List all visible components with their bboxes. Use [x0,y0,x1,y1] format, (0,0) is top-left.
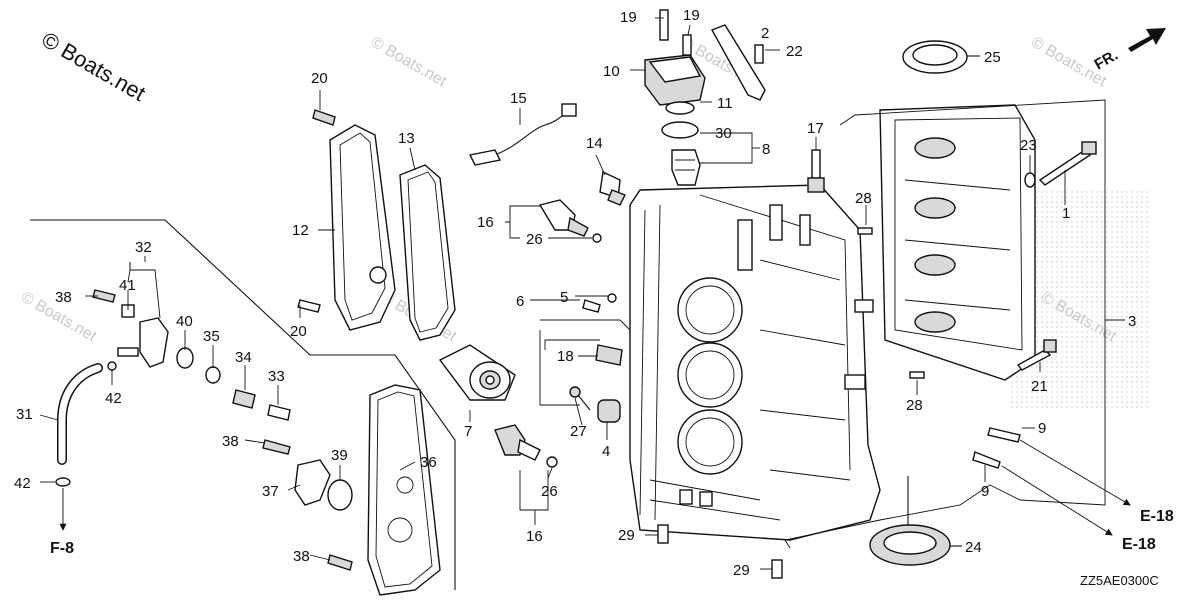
callout-38a: 38 [55,289,72,306]
part-7-oil-filter [438,344,516,401]
watermark: © Boats.net [368,34,450,91]
callout-6: 6 [516,293,524,310]
callout-34: 34 [235,349,252,366]
part-12-gasket [329,124,396,331]
part-9-fittings [972,427,1021,469]
part-17-valve [807,149,825,193]
crankcase [879,104,1036,381]
part-16-sensor-lower [494,424,558,468]
callout-16b: 16 [526,528,543,545]
callout-9a: 9 [1038,420,1046,437]
callout-12: 12 [292,222,309,239]
part-23-washer [1024,172,1036,188]
callout-39: 39 [331,447,348,464]
part-18-plug [595,344,623,366]
callout-20b: 20 [290,323,307,340]
callout-19b: 19 [683,7,700,24]
callout-38b: 38 [222,433,239,450]
callout-42b: 42 [14,475,31,492]
cross-references: E-18 E-18 F-8 [50,508,1174,557]
callout-15: 15 [510,90,527,107]
callout-4: 4 [602,443,610,460]
callout-13: 13 [398,130,415,147]
callout-24: 24 [965,539,982,556]
callout-7: 7 [464,423,472,440]
callout-9b: 9 [981,483,989,500]
callout-22: 22 [786,43,803,60]
callout-2: 2 [761,25,769,42]
part-16-sensor-upper [538,199,602,243]
callout-31: 31 [16,406,33,423]
callout-14: 14 [586,135,603,152]
copyright-text: © Boats.net [38,27,150,106]
front-direction-indicator: FR. [1092,28,1166,73]
leader-lines [39,17,1131,570]
copyright-label: © Boats.net [38,27,150,106]
callout-26a: 26 [526,231,543,248]
reference-e18-lower: E-18 [1122,536,1156,553]
callout-33: 33 [268,368,285,385]
callout-23: 23 [1020,137,1037,154]
callout-40: 40 [176,313,193,330]
callout-10: 10 [603,63,620,80]
part-27-bolt [569,386,591,411]
callout-41: 41 [119,277,136,294]
part-4-grommet [597,399,621,423]
callout-11: 11 [717,95,733,112]
callout-5: 5 [560,289,568,306]
callout-3: 3 [1128,313,1136,330]
part-31-hose [55,361,117,487]
part-21-bolt [1016,339,1057,371]
callouts: 1 2 3 4 5 6 7 8 9 9 10 11 12 13 14 15 16… [14,7,1136,579]
part-15-sensor [468,103,577,166]
part-28-pins [857,227,925,379]
assembly-outline [784,99,1106,549]
drawing-code: ZZ5AE0300C [1080,573,1159,588]
reference-e18-upper: E-18 [1140,508,1174,525]
part-5-6-bolt [582,293,617,313]
part-25-oil-seal [902,40,980,74]
callout-37: 37 [262,483,279,500]
part-13-gasket [399,164,456,341]
callout-27: 27 [570,423,587,440]
callout-25: 25 [984,49,1001,66]
cylinder-block [629,184,881,541]
callout-28b: 28 [906,397,923,414]
callout-29b: 29 [733,562,750,579]
callout-21: 21 [1031,378,1048,395]
part-14-sensor [599,170,626,206]
callout-42a: 42 [105,390,122,407]
thermostat-cover-assembly [644,9,766,186]
callout-17: 17 [807,120,824,137]
callout-26b: 26 [541,483,558,500]
callout-29a: 29 [618,527,635,544]
callout-36: 36 [420,454,437,471]
callout-38c: 38 [293,548,310,565]
callout-28a: 28 [855,190,872,207]
part-36-cover [367,384,441,596]
part-24-bearing [869,476,962,566]
callout-32: 32 [135,239,152,256]
callout-19a: 19 [620,9,637,26]
section-separator [30,219,456,590]
callout-30: 30 [715,125,732,142]
callout-8: 8 [762,141,770,158]
callout-1: 1 [1062,205,1070,222]
front-arrow-icon [1128,28,1166,52]
callout-20a: 20 [311,70,328,87]
left-side-parts [92,109,353,571]
callout-16a: 16 [477,214,494,231]
part-1-bolt [1038,141,1097,186]
callout-18: 18 [557,348,574,365]
reference-f8: F-8 [50,540,74,557]
callout-35: 35 [203,328,220,345]
